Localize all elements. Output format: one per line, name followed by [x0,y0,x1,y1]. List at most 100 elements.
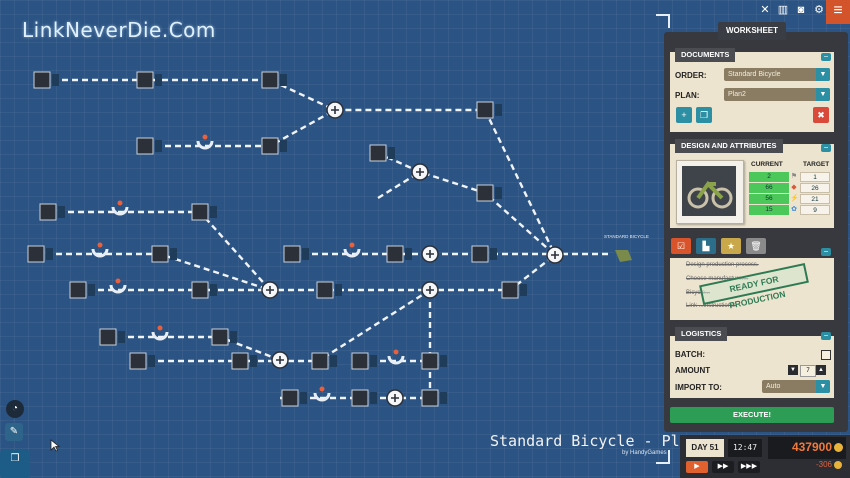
machine-status[interactable] [520,284,527,296]
machine-node[interactable] [261,71,279,89]
machine-node[interactable] [151,245,169,263]
collapse-logistics-button[interactable]: − [821,332,831,340]
magnet-node[interactable] [151,331,169,341]
machine-status[interactable] [170,248,177,260]
collapse-design-button[interactable]: − [821,144,831,152]
machine-status[interactable] [58,206,65,218]
machine-status[interactable] [330,355,337,367]
magnet-marker[interactable] [97,242,103,248]
new-plan-button[interactable]: + [676,107,692,123]
machine-status[interactable] [370,355,377,367]
machine-node[interactable] [129,352,147,370]
bicycle-output-icon[interactable] [615,250,632,262]
timer-icon[interactable]: ◔ [6,400,24,418]
machine-status[interactable] [405,248,412,260]
magnet-marker[interactable] [117,200,123,206]
machine-status[interactable] [155,140,162,152]
junction-arrows[interactable] [551,251,559,259]
stats-tab[interactable]: ▙ [696,238,716,254]
junction-arrows[interactable] [266,286,274,294]
machine-status[interactable] [280,140,287,152]
machine-node[interactable] [501,281,519,299]
badge-tab[interactable]: ★ [721,238,741,254]
machine-status[interactable] [300,392,307,404]
delete-plan-button[interactable]: ✖ [813,107,829,123]
junction-arrows[interactable] [391,394,399,402]
machine-status[interactable] [230,331,237,343]
import-select[interactable]: Auto▼ [762,380,830,393]
magnet-marker[interactable] [115,278,121,284]
machine-node[interactable] [283,245,301,263]
machine-status[interactable] [280,74,287,86]
machine-status[interactable] [495,104,502,116]
machine-status[interactable] [210,206,217,218]
copy-plan-button[interactable]: ❐ [696,107,712,123]
machine-status[interactable] [210,284,217,296]
machine-node[interactable] [311,352,329,370]
graph-icon[interactable]: ▥ [777,4,789,16]
machine-status[interactable] [370,392,377,404]
machine-node[interactable] [33,71,51,89]
blueprint-mode-button[interactable]: ❒ [0,450,30,478]
machine-node[interactable] [39,203,57,221]
trash-tab[interactable]: 🗑 [746,238,766,254]
machine-node[interactable] [476,184,494,202]
magnet-marker[interactable] [349,242,355,248]
magnet-node[interactable] [91,248,109,258]
machine-node[interactable] [421,352,439,370]
magnet-node[interactable] [111,206,129,216]
machine-status[interactable] [46,248,53,260]
execute-button[interactable]: EXECUTE! [670,407,834,423]
machine-node[interactable] [316,281,334,299]
menu-button[interactable]: ≡ [826,0,850,24]
magnet-node[interactable] [196,140,214,150]
machine-status[interactable] [302,248,309,260]
machine-node[interactable] [99,328,117,346]
machine-node[interactable] [69,281,87,299]
magnet-node[interactable] [313,392,331,402]
worksheet-toggle-button[interactable]: ✎ [5,423,23,441]
machine-node[interactable] [351,389,369,407]
machine-node[interactable] [27,245,45,263]
play-button[interactable]: ▶ [686,461,708,473]
junction-arrows[interactable] [426,286,434,294]
plan-select[interactable]: Plan2▼ [724,88,830,101]
machine-node[interactable] [261,137,279,155]
fastest-button[interactable]: ▶▶▶ [738,461,760,473]
tasks-tab[interactable]: ☑ [671,238,691,254]
machine-status[interactable] [52,74,59,86]
machine-status[interactable] [335,284,342,296]
magnet-node[interactable] [387,355,405,365]
machine-status[interactable] [250,355,257,367]
machine-node[interactable] [191,281,209,299]
batch-checkbox[interactable] [821,350,831,360]
machine-status[interactable] [88,284,95,296]
machine-node[interactable] [421,389,439,407]
collapse-tasks-button[interactable]: − [821,248,831,256]
machine-status[interactable] [118,331,125,343]
magnet-marker[interactable] [319,386,325,392]
settings-icon[interactable]: ⚙ [814,4,824,16]
machine-node[interactable] [281,389,299,407]
junction-arrows[interactable] [331,106,339,114]
junction-arrows[interactable] [426,250,434,258]
junction-arrows[interactable] [416,168,424,176]
machine-node[interactable] [476,101,494,119]
machine-node[interactable] [191,203,209,221]
fast-forward-button[interactable]: ▶▶ [712,461,734,473]
amount-increase-button[interactable]: ▲ [816,365,826,375]
tools-icon[interactable]: ✕ [760,4,770,16]
magnet-marker[interactable] [157,325,163,331]
camera-icon[interactable]: ◙ [797,4,805,16]
junction-arrows[interactable] [276,356,284,364]
machine-node[interactable] [211,328,229,346]
machine-node[interactable] [136,71,154,89]
machine-node[interactable] [351,352,369,370]
machine-status[interactable] [148,355,155,367]
magnet-node[interactable] [109,284,127,294]
machine-status[interactable] [440,392,447,404]
machine-status[interactable] [155,74,162,86]
amount-decrease-button[interactable]: ▼ [788,365,798,375]
machine-status[interactable] [495,187,502,199]
amount-input[interactable]: 7 [800,365,816,377]
